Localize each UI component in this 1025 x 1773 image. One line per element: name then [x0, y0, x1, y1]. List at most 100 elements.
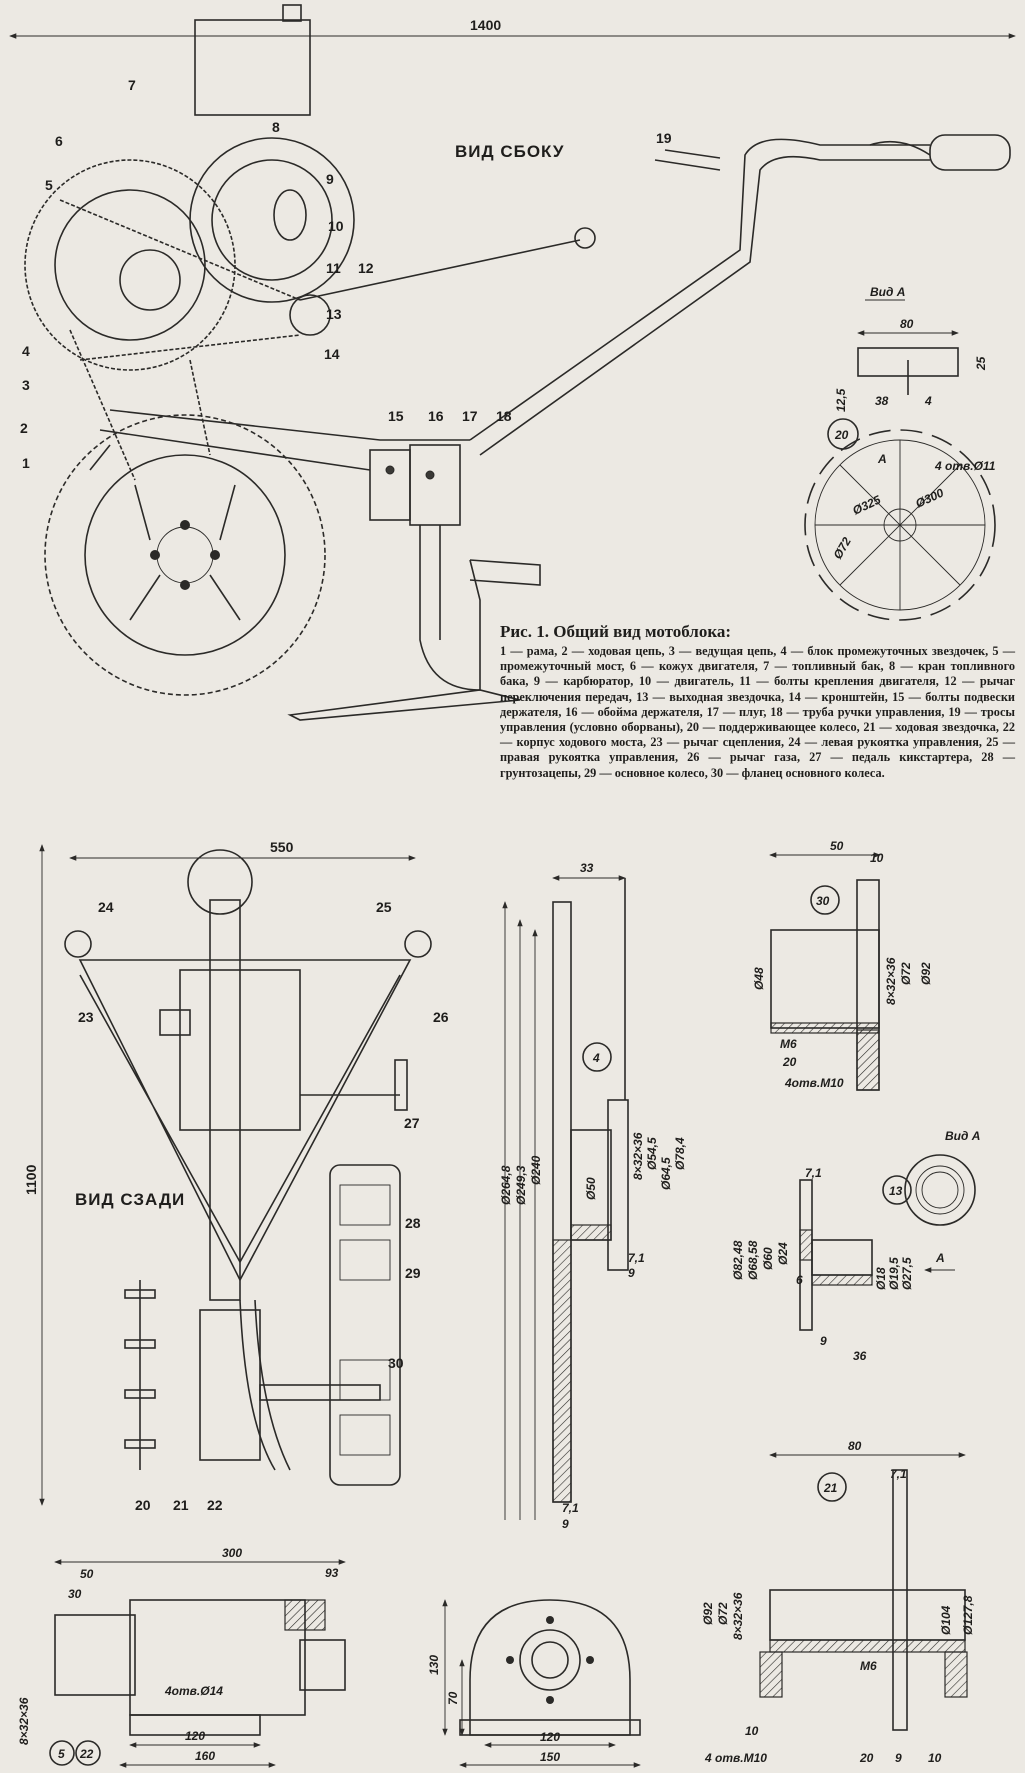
part-label-26: 26: [433, 1009, 449, 1025]
part-label-22: 22: [207, 1497, 223, 1513]
left-grip-shape: [64, 930, 92, 958]
gear-lever-shape: [299, 239, 581, 301]
dim-20-b: 20: [859, 1751, 874, 1765]
part-label-7: 7: [128, 77, 136, 93]
dia-54-5: Ø54,5: [645, 1137, 659, 1170]
side-view-title: ВИД СБОКУ: [455, 142, 564, 161]
main-wheel-track-shape: [44, 414, 326, 696]
view-a-support-wheel: Вид А 80 25 12,5 38 4 20 А 4 отв.Ø11 Ø32…: [804, 285, 996, 621]
part-label-12: 12: [358, 260, 374, 276]
fuel-tank-shape: [194, 19, 311, 116]
height-1100-label: 1100: [23, 1164, 39, 1195]
section-a-label: А: [877, 452, 887, 466]
dim-150: 150: [540, 1750, 560, 1764]
dim-6: 6: [796, 1273, 803, 1287]
holes-4-m10: 4отв.M10: [784, 1076, 844, 1090]
view-a-title: Вид А: [870, 285, 905, 299]
holder-bracket-shape: [369, 449, 411, 521]
part-label-6: 6: [55, 133, 63, 149]
part-4-badge-text: 4: [592, 1051, 600, 1065]
control-cables-shape: [654, 149, 721, 171]
width-550-label: 550: [270, 839, 294, 855]
dia-127-8: Ø127,8: [961, 1595, 975, 1635]
rear-view-title: ВИД СЗАДИ: [75, 1190, 185, 1209]
support-wheel-outline: [804, 429, 996, 621]
dia-92-b: Ø92: [701, 1602, 715, 1625]
part-30-drawing: 50 10 30 Ø48 8×32×36 Ø72 Ø92 M6 20 4отв.…: [752, 839, 933, 1091]
dia-78-4: Ø78,4: [673, 1137, 687, 1170]
overall-length-label: 1400: [470, 17, 501, 33]
dia-64-5: Ø64,5: [659, 1157, 673, 1190]
part-label-30: 30: [388, 1355, 404, 1371]
part-label-19: 19: [656, 130, 672, 146]
holes-4-d14: 4отв.Ø14: [164, 1684, 223, 1698]
dim-7-1: 7,1: [628, 1251, 645, 1265]
dia-48: Ø48: [752, 967, 766, 990]
part-30-badge: [810, 885, 840, 915]
part-4-dimensions: Ø264,8 Ø249,3 Ø240 Ø50 8×32×36 Ø54,5 Ø64…: [499, 901, 687, 1531]
part-13-arrow-a: А: [935, 1251, 945, 1265]
part-21-badge: [817, 1472, 847, 1502]
part-label-8: 8: [272, 119, 280, 135]
part-label-18: 18: [496, 408, 512, 424]
plough-shape: [419, 525, 481, 691]
dia-249-3: Ø249,3: [514, 1165, 528, 1205]
part-5-badge-text: 5: [58, 1747, 65, 1761]
dia-24: Ø24: [776, 1242, 790, 1265]
dim-10-c: 10: [928, 1751, 942, 1765]
part-label-15: 15: [388, 408, 404, 424]
dim-50: 50: [830, 839, 844, 853]
bearing-housing-body: [469, 1599, 631, 1736]
dia-240: Ø240: [529, 1155, 543, 1185]
dia-50: Ø50: [584, 1177, 598, 1200]
dim-50-b: 50: [80, 1567, 94, 1581]
dim-10: 10: [870, 851, 884, 865]
dia-92: Ø92: [919, 962, 933, 985]
dim-38: 38: [875, 394, 889, 408]
part-30-badge-text: 30: [816, 894, 830, 908]
part-label-23: 23: [78, 1009, 94, 1025]
part-label-16: 16: [428, 408, 444, 424]
axle-housing-rear: [199, 1309, 261, 1461]
part-21-badge-text: 21: [823, 1481, 838, 1495]
side-view-drawing: 1400 ВИД СБОКУ: [9, 4, 1016, 721]
dia-300: Ø300: [913, 485, 946, 510]
dim-70: 70: [446, 1691, 460, 1705]
dia-325: Ø325: [850, 492, 883, 517]
dim-9-c: 9: [820, 1334, 827, 1348]
part-5-badge: [49, 1740, 75, 1766]
part-13-view-a-circle: [904, 1154, 976, 1226]
main-wheel-shape: [84, 454, 286, 656]
part-22-badge-text: 22: [79, 1747, 94, 1761]
dim-120-b: 120: [540, 1730, 560, 1744]
dim-20: 20: [782, 1055, 797, 1069]
part-label-24: 24: [98, 899, 114, 915]
part-label-17: 17: [462, 408, 478, 424]
dim-300: 300: [222, 1546, 242, 1560]
frame-shape: [99, 409, 470, 471]
part-13-view-a-title: Вид А: [945, 1129, 980, 1143]
figure-caption: Рис. 1. Общий вид мотоблока: 1 — рама, 2…: [500, 622, 1015, 781]
dim-9-b: 9: [562, 1517, 569, 1531]
spline-8x32x36-b: 8×32×36: [884, 957, 898, 1005]
dim-30: 30: [68, 1587, 82, 1601]
part-20-badge-text: 20: [834, 428, 849, 442]
dia-18: Ø18: [874, 1267, 888, 1290]
dia-68-58: Ø68,58: [746, 1240, 760, 1280]
dim-33: 33: [580, 861, 594, 875]
spline-8x32x36-d: 8×32×36: [17, 1697, 31, 1745]
part-4-badge: [582, 1042, 612, 1072]
dim-80-b: 80: [848, 1439, 862, 1453]
dia-27-5: Ø27,5: [900, 1257, 914, 1290]
dim-9-d: 9: [895, 1751, 902, 1765]
part-label-4: 4: [22, 343, 30, 359]
dia-104: Ø104: [939, 1605, 953, 1635]
thread-m6-b: M6: [860, 1659, 877, 1673]
fuel-tank-round: [187, 849, 253, 915]
right-grip-shape: [404, 930, 432, 958]
main-wheel-rear-shape: [329, 1164, 401, 1486]
dim-93: 93: [325, 1566, 339, 1580]
part-21-drawing: 80 7,1 21 Ø92 Ø72 8×32×36 Ø104 Ø127,8 M6…: [701, 1439, 975, 1765]
dia-72: Ø72: [830, 535, 854, 562]
